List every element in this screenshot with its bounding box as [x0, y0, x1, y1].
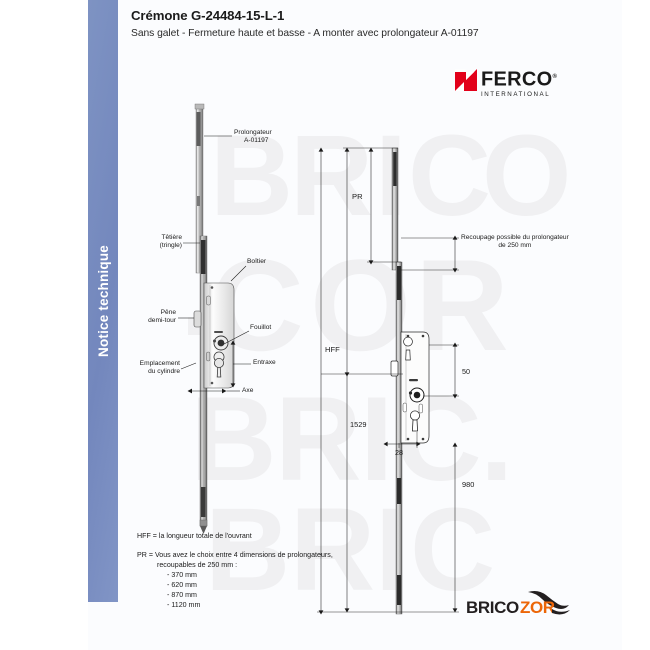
dimension-axe-28-value: 28 [395, 448, 403, 457]
page-title: Crémone G-24484-15-L-1 [131, 8, 285, 23]
legend-option-1: - 620 mm [167, 581, 197, 590]
note-recoupage-line1: Recoupage possible du prolongateur [461, 234, 569, 241]
left-assembly-drawing [193, 103, 235, 534]
callout-prolongateur: Prolongateur A-01197 [234, 129, 272, 145]
dimension-lower-980-value: 980 [462, 480, 475, 489]
legend-block: HFF = la longueur totale de l'ouvrant PR… [137, 531, 333, 610]
legend-pr-line1: PR = Vous avez le choix entre 4 dimensio… [137, 551, 333, 560]
dimension-lower-980: 980 [462, 480, 474, 489]
right-dimension-lines [317, 147, 459, 615]
technical-drawing: Prolongateur A-01197 Têtière (tringle) B… [118, 0, 650, 650]
callout-entraxe-line1: Entraxe [253, 359, 276, 366]
bricozor-logo: BRICO ZOR [466, 589, 584, 619]
callout-cylindre-line2: du cylindre [148, 368, 180, 376]
svg-text:ZOR: ZOR [520, 598, 555, 617]
callout-prolongateur-line1: Prolongateur [234, 129, 272, 136]
legend-option-2: - 870 mm [167, 591, 197, 600]
ferco-name-text: FERCO [481, 68, 553, 91]
legend-pr-line2: recoupables de 250 mm : [157, 561, 238, 570]
dimension-pr: PR [352, 192, 363, 201]
callout-tetiere-line1: Têtière [161, 234, 182, 241]
callout-boitier-line1: Boîtier [247, 258, 267, 265]
legend-hff: HFF = la longueur totale de l'ouvrant [137, 532, 252, 540]
ferco-tagline: INTERNATIONAL [481, 90, 551, 98]
legend-option-0: - 370 mm [167, 571, 197, 580]
document-header: Crémone G-24484-15-L-1 Sans galet - Ferm… [131, 8, 630, 39]
note-recoupage-line2: de 250 mm [498, 242, 532, 250]
callout-prolongateur-line2: A-01197 [244, 137, 269, 145]
dimension-hff-value: HFF [325, 345, 340, 354]
callout-pene-line1: Pêne [160, 309, 176, 316]
right-assembly-drawing [390, 147, 430, 615]
page-tint [88, 0, 622, 650]
dimension-total-value: 1529 [350, 420, 367, 429]
callout-tetiere: Têtière (tringle) [138, 234, 182, 250]
sidebar-label: Notice technique [95, 245, 111, 357]
callout-entraxe: Entraxe [253, 359, 276, 367]
ferco-logo: FERCO® INTERNATIONAL [455, 68, 557, 98]
callout-axe: Axe [242, 387, 253, 395]
left-leader-lines [178, 135, 251, 394]
callout-fouillot-line1: Fouillot [250, 324, 272, 331]
dimension-pr-value: PR [352, 192, 363, 201]
callout-pene-line2: demi-tour [148, 317, 176, 325]
dimension-hff: HFF [325, 345, 340, 354]
callout-boitier: Boîtier [247, 258, 266, 266]
ferco-wordmark: FERCO® INTERNATIONAL [481, 68, 557, 98]
ferco-registered: ® [552, 74, 558, 80]
svg-text:BRICO: BRICO [466, 598, 519, 617]
legend-option-3: - 1120 mm [167, 601, 201, 610]
callout-cylindre-line1: Emplacement [139, 360, 180, 367]
sidebar-notice-technique: Notice technique [88, 0, 118, 602]
ferco-name: FERCO® [481, 68, 557, 90]
ferco-arrow-icon [455, 69, 477, 91]
callout-fouillot: Fouillot [250, 324, 271, 332]
note-recoupage: Recoupage possible du prolongateur de 25… [461, 234, 569, 250]
dimension-axe-28: 28 [395, 448, 403, 457]
dimension-entraxe-50: 50 [462, 367, 470, 376]
callout-axe-line1: Axe [242, 387, 254, 394]
dimension-total: 1529 [350, 420, 366, 429]
callout-pene: Pêne demi-tour [132, 309, 176, 325]
dimension-entraxe-50-value: 50 [462, 367, 470, 376]
page-subtitle: Sans galet - Fermeture haute et basse - … [131, 27, 479, 39]
legend-spacer [137, 541, 333, 550]
callout-tetiere-line2: (tringle) [159, 242, 182, 250]
callout-cylindre: Emplacement du cylindre [118, 360, 180, 376]
